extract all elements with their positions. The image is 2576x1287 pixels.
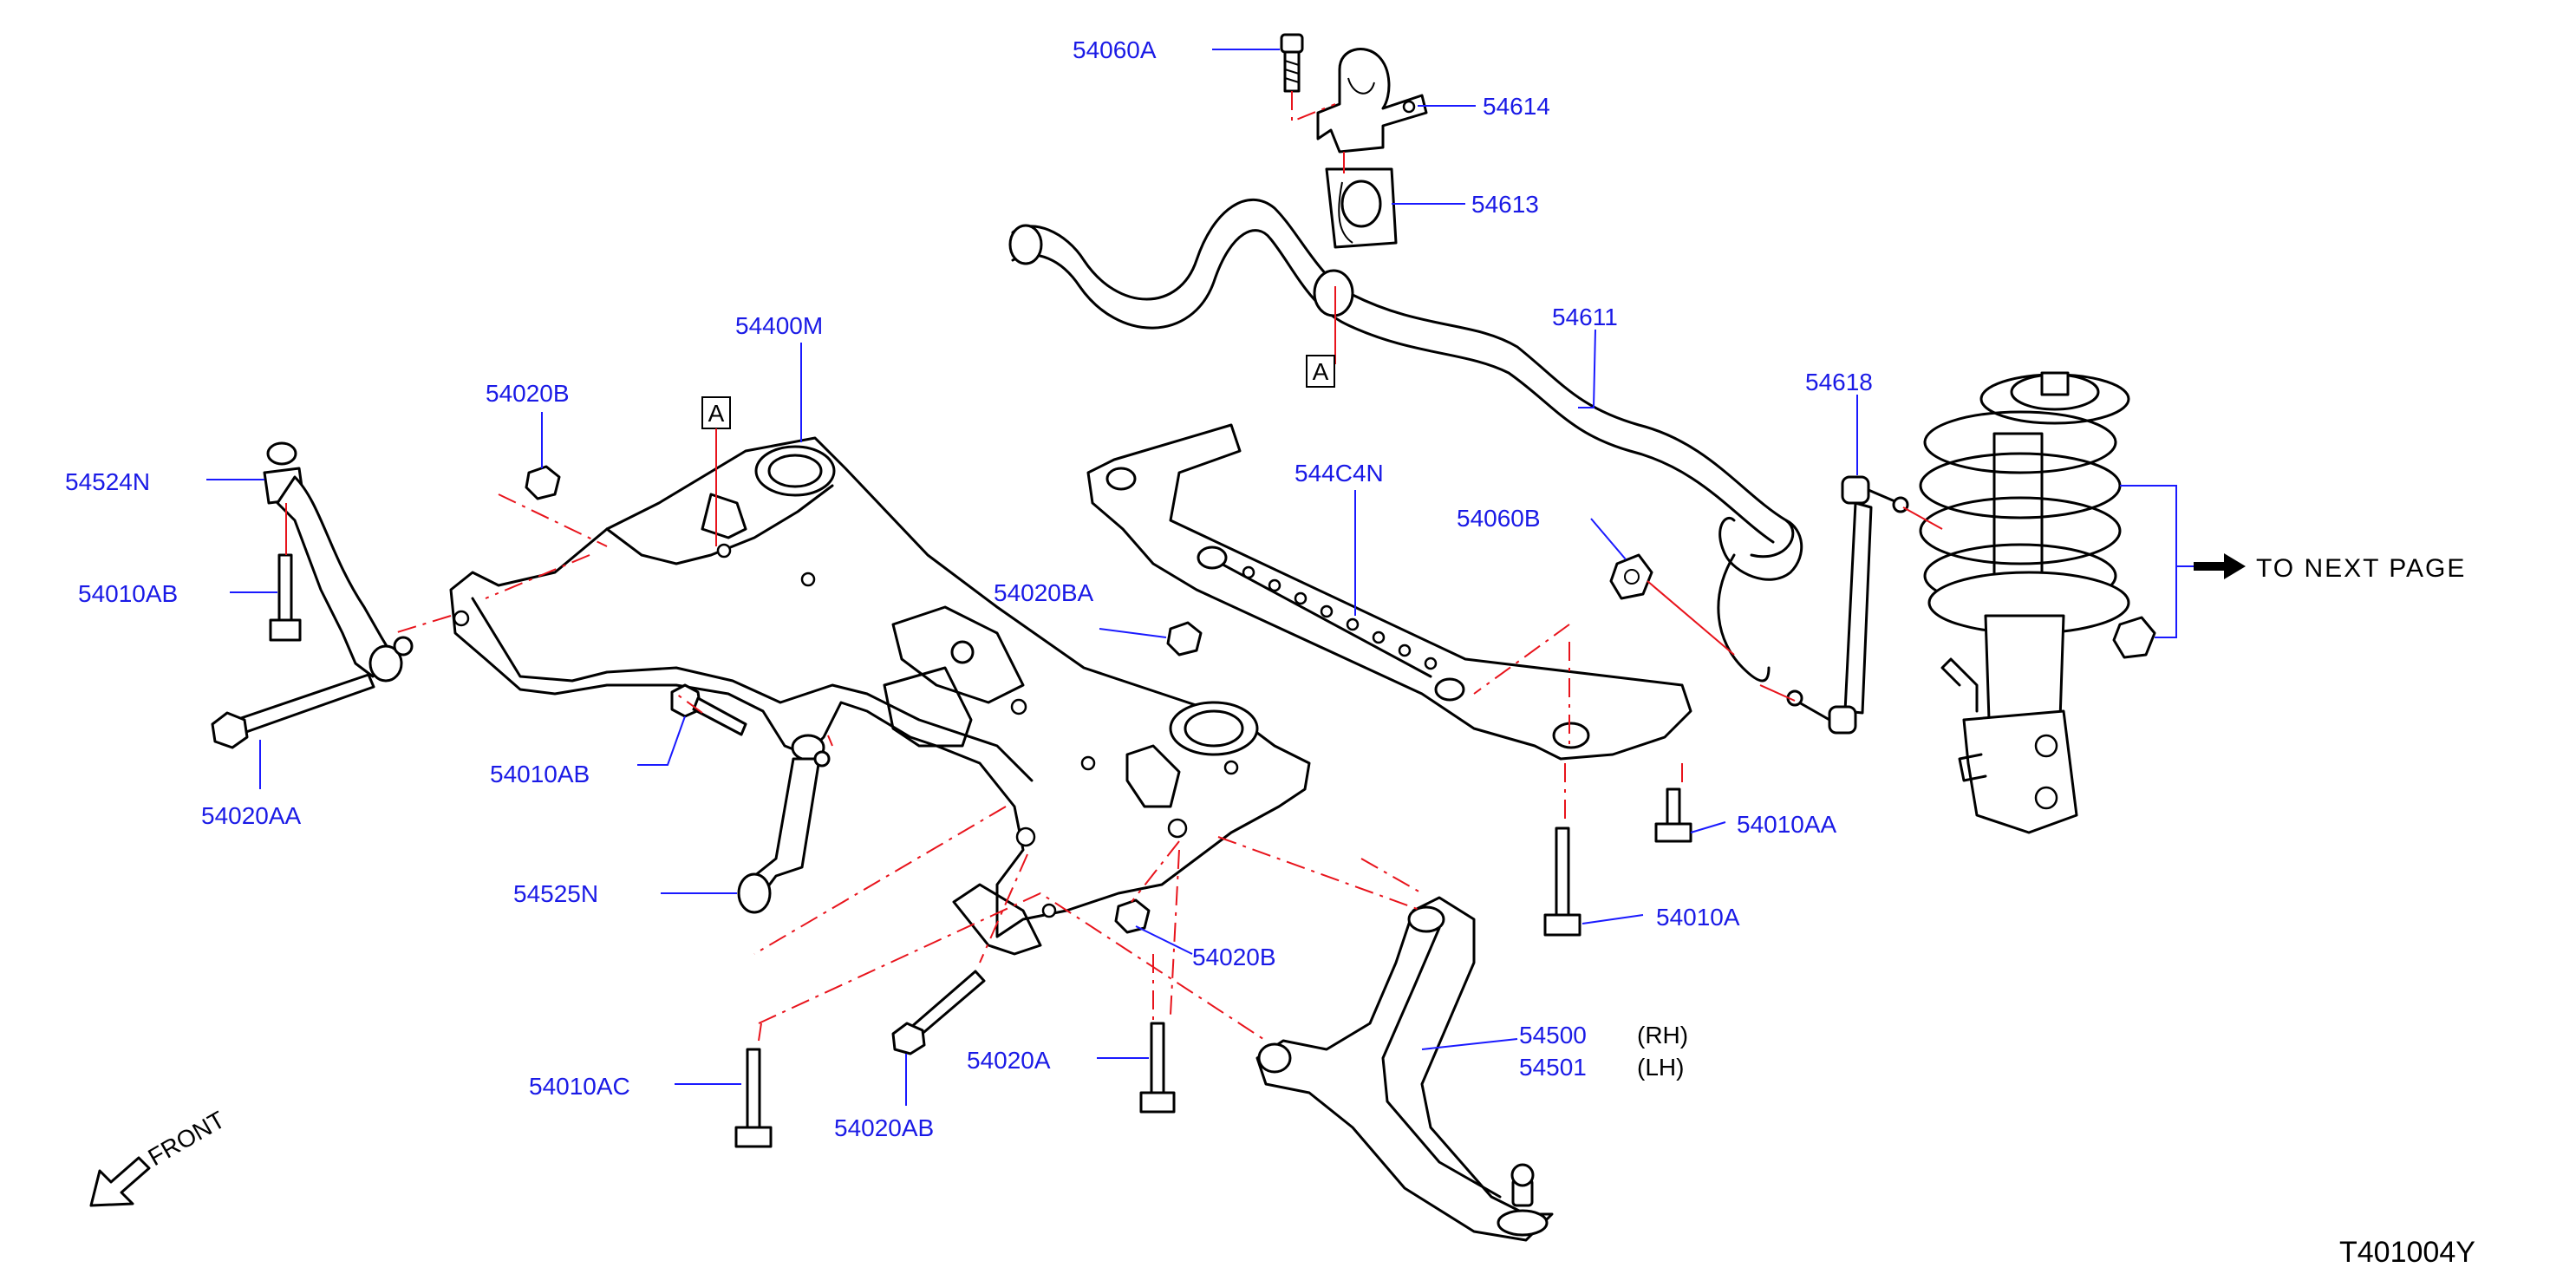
- label-54010ab-mid: 54010AB: [490, 761, 590, 787]
- label-54020ab: 54020AB: [834, 1114, 934, 1141]
- label-54400m: 54400M: [735, 312, 823, 339]
- label-54611: 54611: [1552, 304, 1618, 330]
- label-54010a: 54010A: [1656, 904, 1740, 931]
- lower-link-54525n: [737, 734, 831, 914]
- assembly-centerlines: [285, 91, 1943, 1042]
- label-54501: 54501: [1519, 1054, 1587, 1081]
- stabilizer-bushing: [1325, 167, 1398, 249]
- bolt-54010ab-left: [269, 553, 302, 642]
- label-lh: (LH): [1637, 1054, 1684, 1081]
- ref-mark-a-bottom: A: [1306, 355, 1335, 388]
- bolt-54060a: [1280, 33, 1304, 93]
- member-reinforcement: [1086, 423, 1692, 761]
- upper-link-54524n: [263, 441, 414, 683]
- bolt-54020a: [1139, 1022, 1176, 1114]
- label-54060a: 54060A: [1073, 36, 1157, 63]
- next-page-arrow: [2194, 553, 2246, 579]
- transverse-link: [1255, 896, 1554, 1242]
- ref-mark-a-top: A: [701, 396, 731, 546]
- label-54020a: 54020A: [967, 1047, 1051, 1074]
- label-rh: (RH): [1637, 1022, 1688, 1049]
- label-54614: 54614: [1483, 93, 1550, 120]
- leader-lines: [206, 49, 2194, 1106]
- strut-assembly: [1919, 371, 2156, 834]
- bolt-54010a: [1543, 826, 1581, 937]
- label-54020b-top: 54020B: [486, 380, 570, 407]
- label-54010aa: 54010AA: [1737, 811, 1837, 838]
- label-544c4n: 544C4N: [1295, 460, 1384, 487]
- label-54613: 54613: [1471, 191, 1539, 218]
- suspension-member: [449, 436, 1311, 956]
- label-54060b: 54060B: [1457, 505, 1541, 532]
- document-id: T401004Y: [2339, 1236, 2475, 1269]
- bolt-54020ab: [891, 970, 986, 1055]
- label-54500: 54500: [1519, 1022, 1587, 1049]
- nut-54020ba: [1166, 621, 1203, 657]
- label-54525n: 54525N: [513, 880, 598, 907]
- nut-54020b-top: [525, 465, 561, 500]
- stabilizer-bar: [1008, 198, 1803, 683]
- front-label: FRONT: [144, 1106, 230, 1171]
- bolt-54010ac: [734, 1048, 773, 1148]
- stabilizer-link: [1786, 475, 1909, 735]
- next-page-note: TO NEXT PAGE: [2256, 554, 2466, 583]
- label-54010ac: 54010AC: [529, 1073, 630, 1100]
- nut-54060b: [1609, 553, 1653, 600]
- label-54020ba: 54020BA: [994, 579, 1094, 606]
- label-54010ab-left: 54010AB: [78, 580, 178, 607]
- bolt-54020aa: [211, 673, 375, 749]
- nut-54020b-bottom: [1114, 898, 1151, 934]
- label-54524n: 54524N: [65, 468, 150, 495]
- ref-mark-a-top-text: A: [708, 400, 725, 427]
- label-54020aa: 54020AA: [201, 802, 302, 829]
- bolt-54010aa: [1654, 787, 1692, 843]
- front-direction-indicator: FRONT: [89, 1106, 230, 1207]
- ref-mark-a-bottom-text: A: [1313, 358, 1329, 385]
- label-54618: 54618: [1805, 369, 1873, 395]
- stabilizer-clamp-bracket: [1316, 48, 1428, 154]
- label-54020b-bottom: 54020B: [1192, 944, 1276, 970]
- part-labels: 54060A 54614 54613 54611 54618 54400M 54…: [65, 36, 1873, 1141]
- bolt-54010ab-mid: [670, 683, 747, 736]
